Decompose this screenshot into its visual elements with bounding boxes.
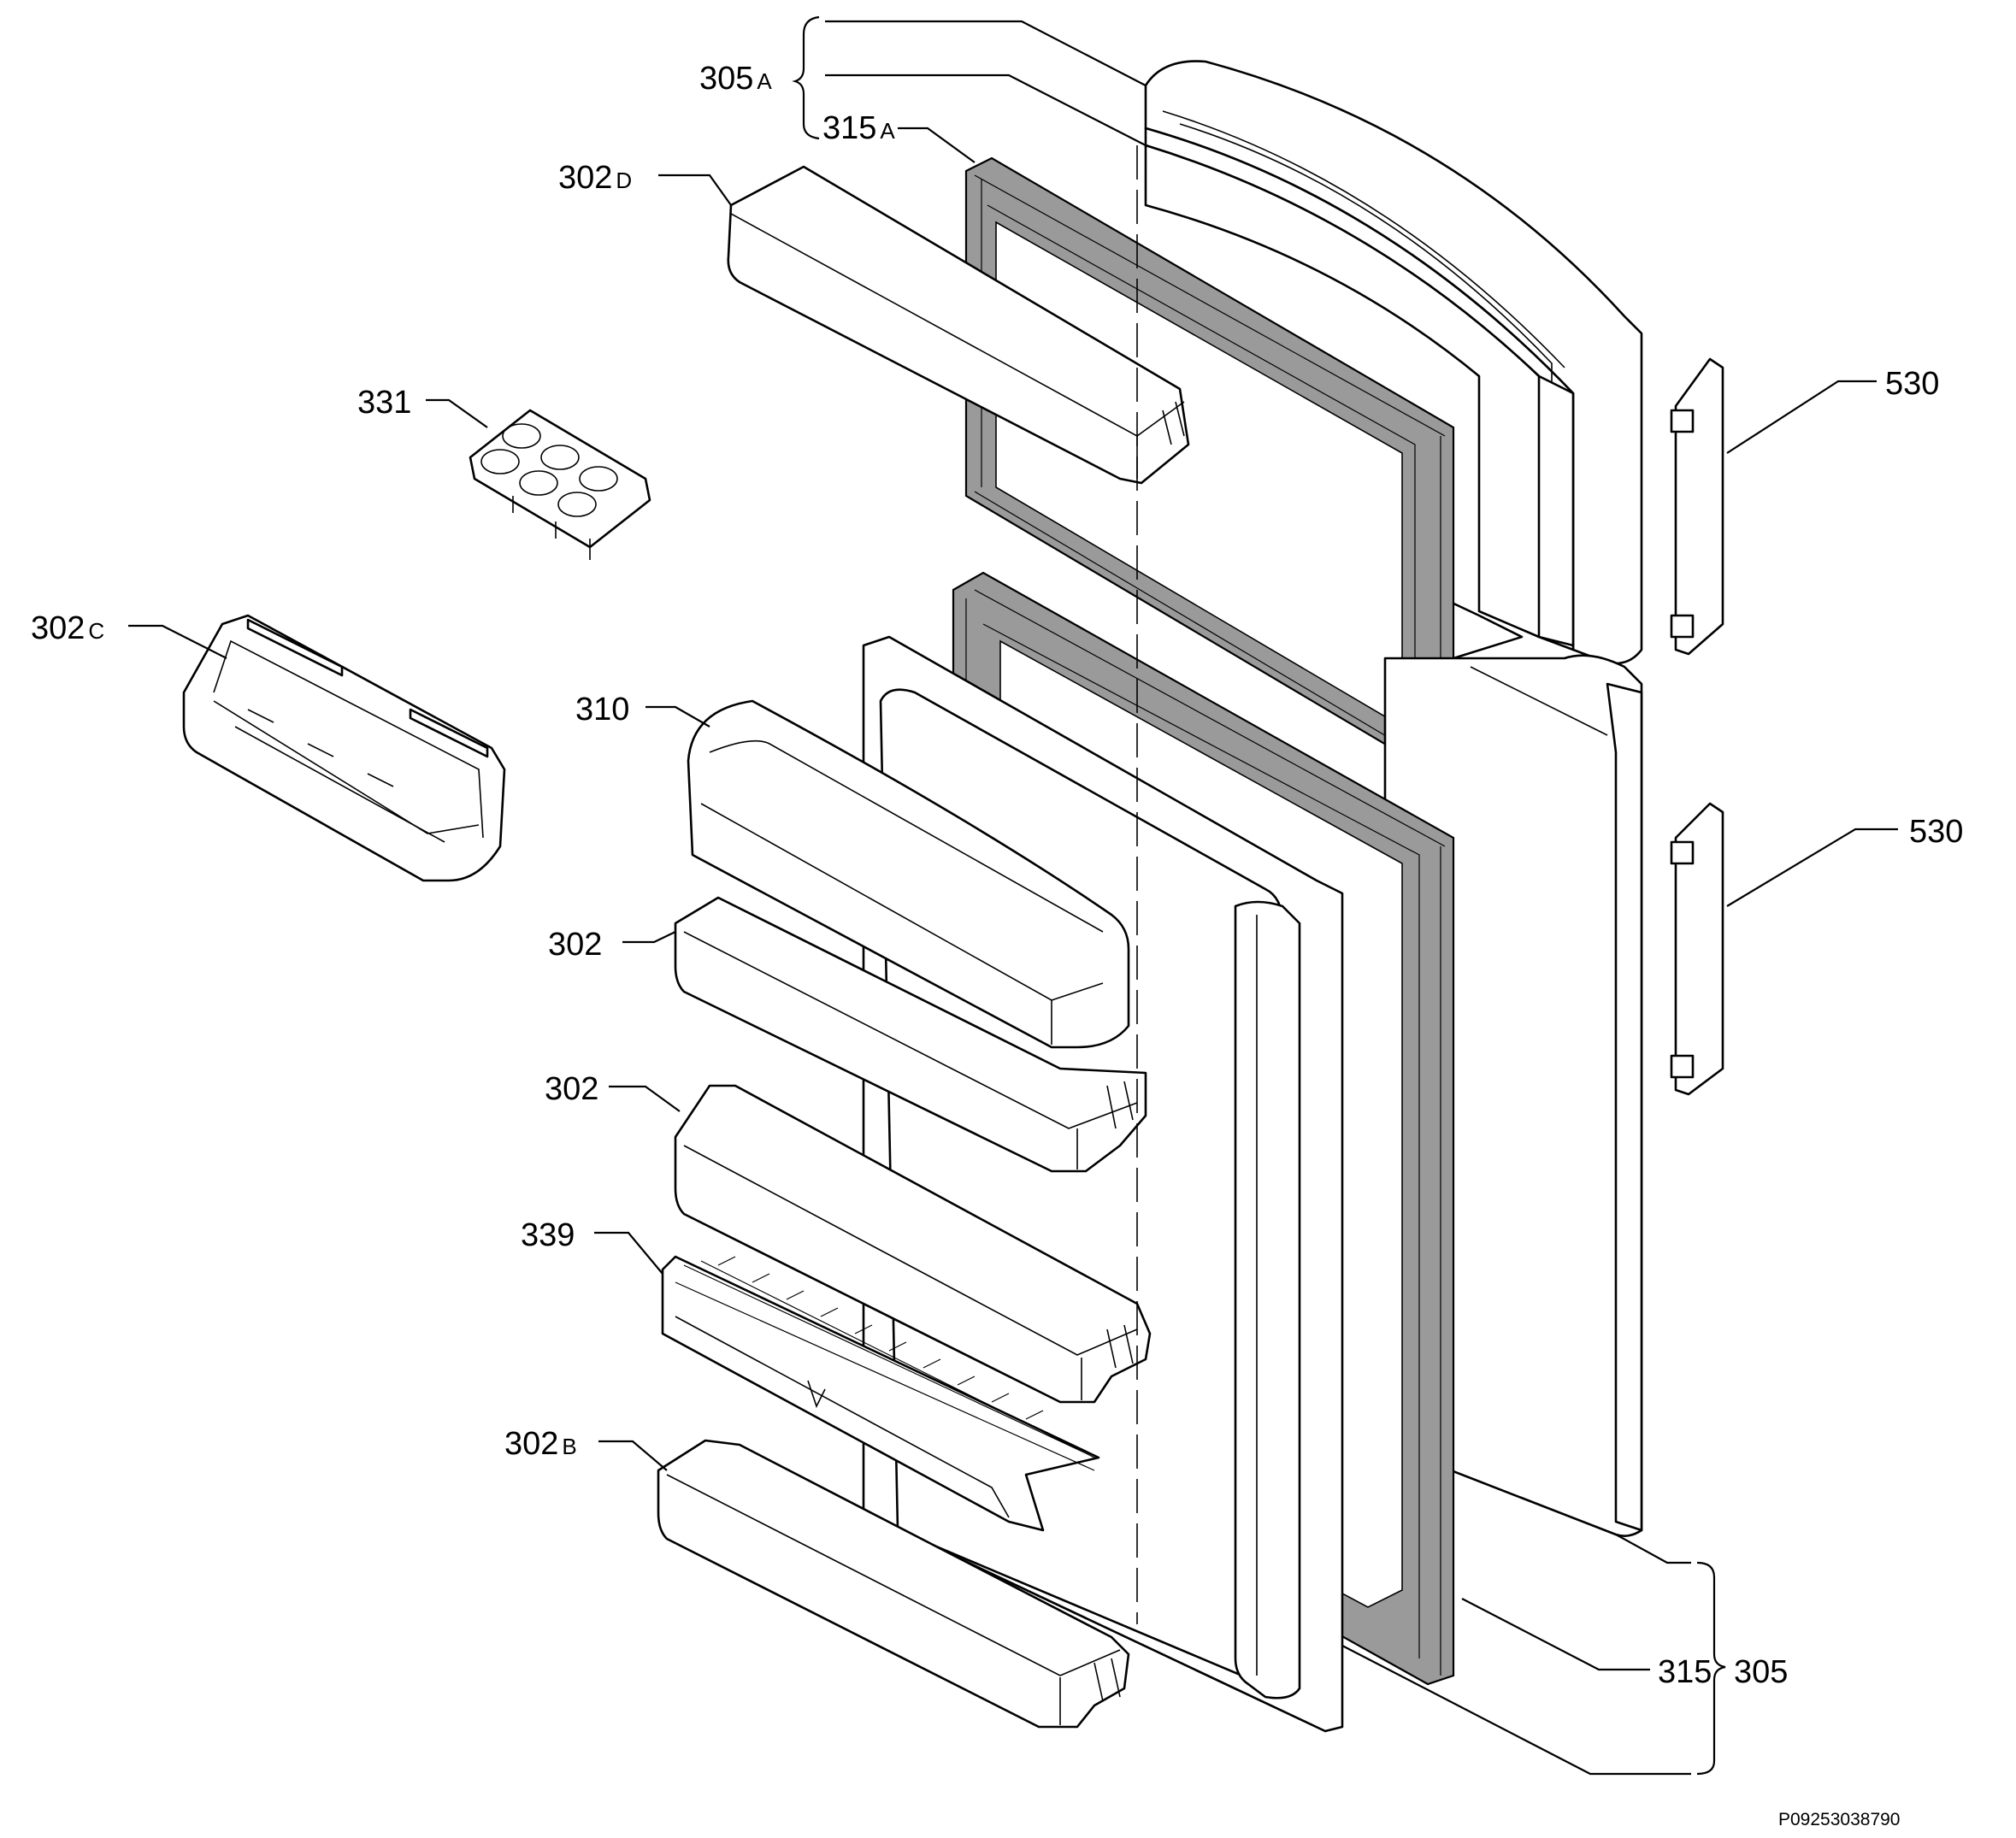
egg-tray-331: [469, 409, 651, 560]
door-shelf-302c: [182, 614, 506, 882]
reference-code: P09253038790: [1778, 1810, 1900, 1829]
door-shelf-302b: [657, 1439, 1130, 1729]
bottle-holder-339: [661, 1255, 1100, 1532]
door-shelf-302-b: [674, 1084, 1152, 1404]
label-315: 315: [1658, 1654, 1712, 1690]
label-302-a: 302: [548, 927, 602, 963]
label-305: 305: [1734, 1654, 1788, 1690]
door-shelf-302-a: [674, 896, 1147, 1173]
hinge-530-lower: [1670, 802, 1724, 1096]
label-530-upper: 530: [1885, 366, 1939, 402]
label-331: 331: [357, 385, 411, 421]
label-530-lower: 530: [1909, 814, 1963, 850]
hinge-530-upper: [1670, 357, 1724, 656]
label-310: 310: [575, 692, 629, 728]
label-339: 339: [521, 1217, 575, 1253]
dairy-cover-310: [687, 699, 1130, 1049]
leader-lines: [128, 15, 1898, 1776]
label-302-b: 302: [545, 1071, 598, 1107]
